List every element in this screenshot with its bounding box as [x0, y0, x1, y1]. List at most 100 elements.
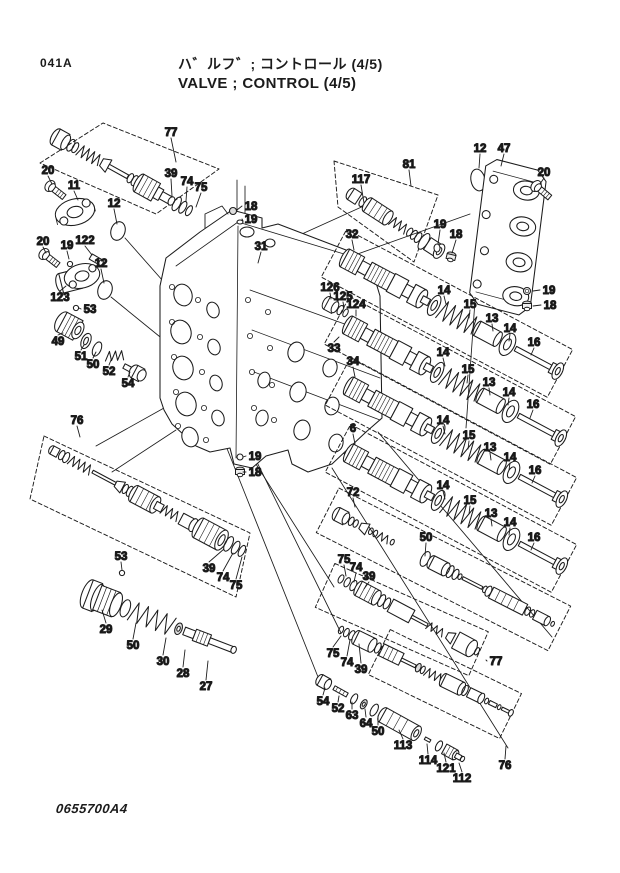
part-label-54: 54	[122, 378, 135, 390]
part-label-16: 16	[527, 399, 540, 411]
leader-line	[76, 425, 81, 438]
leader-line	[491, 323, 494, 332]
part-label-18: 18	[249, 467, 262, 479]
leader-line	[468, 505, 471, 515]
relief-plug-49-group	[54, 304, 147, 383]
leader-line	[57, 332, 64, 336]
leader-line	[182, 649, 186, 668]
assembly-76-bottom-right	[337, 625, 514, 717]
leader-line	[442, 490, 446, 500]
leader-line	[73, 190, 79, 201]
leader-line	[185, 186, 188, 202]
part-label-50: 50	[87, 359, 100, 371]
leader-line	[532, 304, 542, 307]
part-label-28: 28	[177, 668, 190, 680]
leader-line	[127, 371, 131, 378]
part-label-53: 53	[115, 551, 128, 563]
leader-line	[346, 639, 351, 657]
part-label-33: 33	[328, 343, 341, 355]
part-label-75: 75	[338, 554, 351, 566]
leader-line	[92, 351, 97, 359]
leader-line	[353, 572, 357, 583]
part-label-14: 14	[437, 480, 450, 492]
leader-line	[113, 208, 118, 225]
part-label-39: 39	[355, 664, 368, 676]
part-label-30: 30	[157, 656, 170, 668]
part-label-32: 32	[346, 229, 359, 241]
part-label-54: 54	[317, 696, 330, 708]
part-label-117: 117	[352, 174, 371, 186]
leader-line	[205, 660, 209, 681]
leader-line	[120, 561, 123, 571]
leader-line	[80, 344, 85, 351]
leader-line	[59, 285, 67, 292]
part-label-52: 52	[103, 366, 116, 378]
part-label-19: 19	[245, 214, 258, 226]
valve-body	[159, 205, 383, 478]
part-label-76: 76	[499, 760, 512, 772]
part-label-124: 124	[346, 299, 366, 311]
leader-line	[508, 333, 511, 342]
leader-line	[42, 246, 47, 254]
assembly-54-112	[315, 673, 466, 763]
leader-line	[352, 497, 356, 508]
title-japanese: ハ゛ルフ゛; コントロール (4/5)	[178, 56, 383, 72]
leader-line	[329, 292, 332, 300]
leader-line	[467, 440, 470, 450]
drawing-number: 0655700A4	[55, 801, 129, 816]
leader-line	[398, 729, 404, 740]
leader-line	[257, 251, 262, 264]
assembly-77-top-left	[49, 128, 193, 217]
part-label-53: 53	[84, 304, 97, 316]
part-label-112: 112	[453, 773, 472, 785]
flange-11-group	[42, 177, 126, 241]
leader-line	[162, 637, 167, 656]
leader-line	[332, 635, 342, 648]
group-box-72	[315, 487, 572, 652]
part-label-29: 29	[100, 624, 113, 636]
leader-line	[222, 552, 234, 572]
leader-line	[442, 357, 446, 367]
leader-line	[100, 268, 105, 284]
part-label-19: 19	[61, 240, 74, 252]
leader-line	[170, 137, 177, 163]
part-label-6: 6	[350, 423, 356, 435]
part-label-20: 20	[37, 236, 50, 248]
leader-line	[241, 218, 244, 222]
leader-line	[529, 409, 534, 419]
part-label-77: 77	[490, 656, 503, 668]
part-label-81: 81	[403, 159, 416, 171]
part-label-18: 18	[544, 300, 557, 312]
part-label-14: 14	[504, 452, 517, 464]
leader-line	[531, 475, 536, 484]
part-label-12: 12	[108, 198, 121, 210]
part-label-76: 76	[71, 415, 84, 427]
leader-line	[490, 518, 493, 527]
leader-line	[333, 336, 340, 343]
group-box-76-bottom-right	[337, 625, 522, 740]
part-label-49: 49	[52, 336, 65, 348]
part-label-74: 74	[217, 572, 230, 584]
assembly-76-bottom-left	[48, 445, 247, 557]
leader-line	[352, 433, 356, 445]
leader-line	[530, 347, 535, 356]
leader-lines-layer	[42, 137, 545, 773]
group-box-77-top-left	[39, 122, 220, 217]
title-english: VALVE ; CONTROL (4/5)	[178, 75, 357, 92]
leader-line	[343, 564, 347, 577]
leader-line	[408, 169, 412, 187]
part-label-47: 47	[498, 143, 511, 155]
leader-line	[478, 153, 481, 169]
leader-line	[337, 695, 340, 703]
part-label-15: 15	[464, 495, 477, 507]
leader-line	[235, 556, 243, 580]
part-label-113: 113	[394, 740, 413, 752]
part-label-14: 14	[504, 517, 517, 529]
part-label-15: 15	[462, 364, 475, 376]
part-label-39: 39	[165, 168, 178, 180]
part-label-11: 11	[68, 180, 81, 192]
part-label-74: 74	[350, 562, 363, 574]
leader-line	[426, 743, 429, 755]
